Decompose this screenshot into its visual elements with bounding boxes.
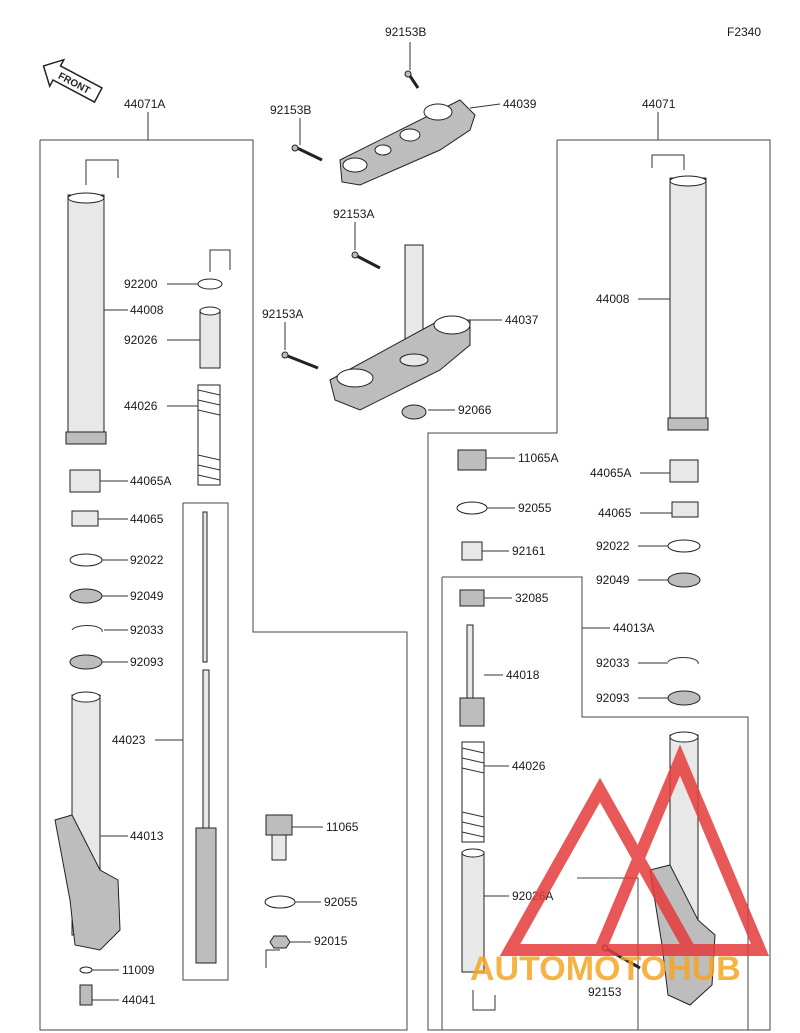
cap-11065A [457,449,487,471]
watermark-text: AUTOMOTOHUB [470,950,741,988]
label-92066: 92066 [458,403,492,417]
right-inner-assembly-box [441,576,749,1031]
seal-92066 [401,404,427,420]
outer-tube-left-44008 [65,192,107,445]
label-L-44065A: 44065A [130,474,171,488]
spring-44026-left [197,384,221,486]
label-R-92093: 92093 [596,691,630,705]
bolt-92153B-left [291,144,323,162]
label-R-92055: 92055 [518,501,552,515]
washer-92022-right [667,539,701,553]
upper-bracket-44039 [339,99,476,186]
collar-92026 [199,306,221,369]
label-R-92022: 92022 [596,539,630,553]
front-arrow-icon: FRONT [42,58,104,104]
washer-92022-left [69,553,103,567]
label-44039: 44039 [503,97,537,111]
label-R-11065A: 11065A [518,451,558,465]
bushing-44065A-right [669,459,699,483]
label-92153B-left: 92153B [270,103,311,117]
inner-tube-left-44013 [54,691,121,951]
outer-tube-right-44008 [667,175,709,431]
damper-rod-44023 [195,511,217,964]
bushing-44065-left [71,510,99,527]
bolt-92153A-left [281,351,319,370]
spacer-92161 [461,541,483,561]
assembly-right-label: 44071 [642,97,676,111]
cap-11065-left [265,814,293,861]
label-L-92200: 92200 [124,277,158,291]
label-R-92161: 92161 [512,544,546,558]
label-L-92033: 92033 [130,623,164,637]
label-L-44008: 44008 [130,303,164,317]
label-L-44026: 44026 [124,399,158,413]
oil-seal-92049-left [69,588,103,604]
nut-92015 [269,935,291,949]
bushing-44065A-left [69,469,101,493]
label-R-92049: 92049 [596,573,630,587]
label-R-44065: 44065 [598,506,632,520]
assembly-right-inner-label: 44013A [613,621,654,635]
nut-32085 [459,589,485,607]
figure-code: F2340 [727,25,761,39]
spring-44026-right [461,741,485,843]
oil-seal-92049-right [667,572,701,588]
washer-11009 [79,966,93,974]
assembly-left-label: 44071A [124,97,165,111]
left-assembly-box [39,139,408,1031]
label-L-11009: 11009 [122,963,155,977]
label-L-92022: 92022 [130,553,164,567]
bushing-44065-right [671,501,699,518]
label-L-11065: 11065 [326,820,359,834]
circlip-92033-right [667,657,699,665]
o-ring-92055-right [456,501,488,515]
label-92153B-top: 92153B [385,25,426,39]
label-L-92093: 92093 [130,655,164,669]
label-R-92033: 92033 [596,656,630,670]
label-L-92055: 92055 [324,895,358,909]
label-L-44065: 44065 [130,512,164,526]
label-R-44018: 44018 [506,668,540,682]
damper-box [182,502,229,981]
label-R-44008: 44008 [596,292,630,306]
o-ring-92055-left [264,895,296,909]
label-L-44041: 44041 [122,993,156,1007]
circlip-92033-left [71,625,103,633]
dust-seal-92093-left [69,654,103,670]
label-L-92015: 92015 [314,934,348,948]
label-R-44026: 44026 [512,759,546,773]
bolt-44041 [79,984,93,1006]
label-R-92153: 92153 [588,985,622,999]
stem-44037 [329,244,471,411]
right-assembly-box [427,139,771,1031]
label-92153A-left: 92153A [262,307,303,321]
collar-92026A [461,848,485,973]
ring-92200 [197,278,223,290]
label-R-44065A: 44065A [590,466,631,480]
label-44037: 44037 [505,313,539,327]
label-L-44013: 44013 [130,829,164,843]
dust-seal-92093-right [667,690,701,706]
bolt-92153B-top [404,70,420,89]
rod-44018 [459,624,485,727]
bolt-92153A-top [351,251,381,270]
label-L-92026: 92026 [124,333,158,347]
label-R-32085: 32085 [515,591,549,605]
label-L-92049: 92049 [130,589,164,603]
label-92153A-top: 92153A [333,207,374,221]
watermark-logo: AUTOMOTOHUB [470,744,770,988]
label-L-44023: 44023 [112,733,146,747]
